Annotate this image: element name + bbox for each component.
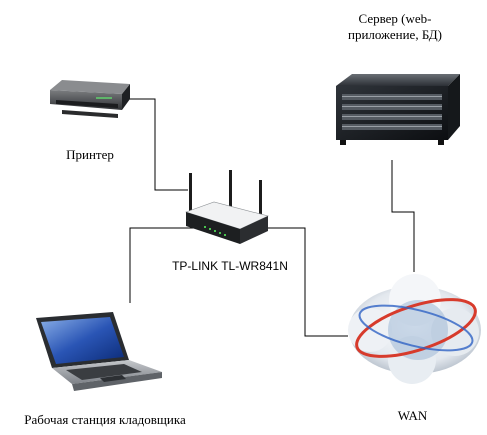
wan-label: WAN [397,408,428,423]
wifi-router-icon [185,170,269,244]
server-label: Сервер (web- приложение, БД) [347,11,442,42]
router-label: TP-LINK TL-WR841N [172,259,288,273]
edge-router-workstation [129,227,200,303]
edge-server-wan [391,160,415,272]
connections [128,98,415,337]
edge-printer-router [128,98,188,191]
server-rack-icon [336,74,460,145]
printer-label: Принтер [66,147,114,162]
printer-icon [50,80,130,118]
workstation-label: Рабочая станция кладовщика [24,412,186,427]
edge-router-wan [258,227,348,337]
cloud-globe-icon [348,274,481,384]
laptop-icon [36,312,162,391]
